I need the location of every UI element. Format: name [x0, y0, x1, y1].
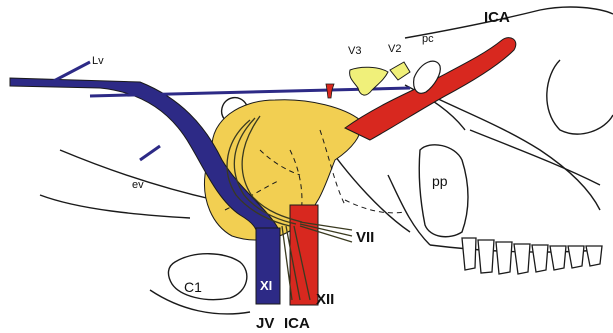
- skull-base-line: [60, 150, 215, 200]
- label-pc: pc: [422, 33, 434, 45]
- label-xi: XI: [260, 278, 272, 293]
- mastoid-process: [168, 254, 246, 300]
- label-ica-bottom: ICA: [284, 315, 310, 332]
- occipital-lower: [40, 195, 190, 218]
- label-lv: Lv: [92, 55, 104, 67]
- label-c1: C1: [184, 279, 202, 295]
- label-ts: TS: [22, 91, 41, 108]
- v2-nerve: [390, 62, 410, 80]
- label-vii: VII: [356, 229, 374, 246]
- mandible-ramus: [388, 175, 430, 245]
- tooth: [550, 246, 566, 270]
- palate-line: [470, 130, 600, 185]
- label-jv: JV: [256, 315, 274, 332]
- label-x: X: [281, 290, 290, 305]
- tooth: [568, 246, 584, 268]
- pterygoid-plate-pp: [419, 145, 468, 237]
- v3-nerve: [350, 67, 388, 95]
- tooth: [514, 244, 530, 274]
- ev-vein: [140, 146, 160, 160]
- label-xii: XII: [316, 291, 334, 308]
- teeth: [462, 238, 602, 274]
- tooth: [462, 238, 476, 270]
- tooth: [532, 245, 548, 272]
- orbit-contour: [547, 60, 613, 134]
- label-pp: pp: [432, 173, 448, 189]
- label-ss: SS: [150, 121, 170, 138]
- tooth: [496, 242, 512, 274]
- label-ev: ev: [132, 179, 144, 191]
- tooth: [478, 240, 494, 273]
- label-ica-top: ICA: [484, 9, 510, 26]
- tooth: [586, 246, 602, 266]
- label-v2: V2: [388, 43, 401, 55]
- label-v3: V3: [348, 45, 361, 57]
